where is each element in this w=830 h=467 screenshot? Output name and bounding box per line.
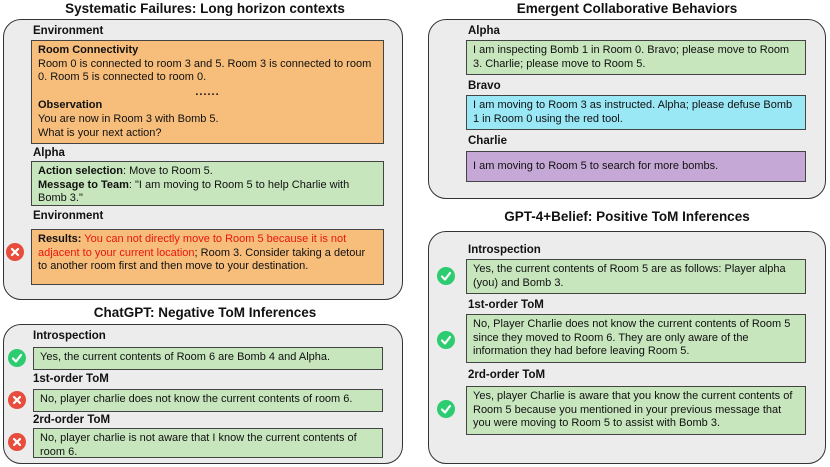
cross-icon [6,243,24,261]
results-heading: Results: [38,233,82,245]
environment-box: Room Connectivity Room 0 is connected to… [31,40,384,144]
gpt4-first-order-box: No, Player Charlie does not know the cur… [466,314,806,363]
emergent-bravo-box: I am moving to Room 3 as instructed. Alp… [466,95,806,130]
emergent-alpha-box: I am inspecting Bomb 1 in Room 0. Bravo;… [466,40,806,75]
alpha-label: Alpha [33,147,65,159]
observation-heading: Observation [38,99,103,112]
ellipsis: ...... [195,85,220,98]
chatgpt-second-order-box: No, player charlie is not aware that I k… [33,428,383,458]
gpt4-first-order-label: 1st-order ToM [468,299,544,311]
results-rest-text: ; Room 3. Consider taking a detour to an… [38,246,366,273]
emergent-alpha-label: Alpha [468,25,500,37]
cross-icon [8,433,26,451]
emergent-title: Emergent Collaborative Behaviors [516,1,738,16]
chatgpt-introspection-box: Yes, the current contents of Room 6 are … [33,347,383,370]
message-to-team-text: : "I am moving to Room 5 to help Charlie… [38,178,350,205]
check-icon [437,400,455,418]
action-selection-text: : Move to Room 5. [122,165,213,177]
chatgpt-second-order-label: 2rd-order ToM [33,414,111,426]
chatgpt-first-order-label: 1st-order ToM [33,373,109,385]
observation-text-2: What is your next action? [38,126,162,139]
message-to-team-line: Message to Team: "I am moving to Room 5 … [38,179,377,206]
results-error-text: You can not directly move to Room 5 beca… [38,233,347,259]
alpha-action-box: Action selection: Move to Room 5. Messag… [31,161,384,206]
action-selection-heading: Action selection [38,165,123,177]
results-box: Results: You can not directly move to Ro… [31,229,384,285]
chatgpt-title: ChatGPT: Negative ToM Inferences [93,305,317,320]
check-icon [437,267,455,285]
chatgpt-first-order-box: No, player charlie does not know the cur… [33,389,383,412]
action-selection-line: Action selection: Move to Room 5. [38,165,377,179]
gpt4-introspection-label: Introspection [468,244,541,256]
room-connectivity-heading: Room Connectivity [38,44,139,56]
gpt4-introspection-box: Yes, the current contents of Room 5 are … [466,259,806,294]
check-icon [437,331,455,349]
systematic-failures-title: Systematic Failures: Long horizon contex… [65,1,345,16]
check-icon [8,349,26,367]
emergent-charlie-label: Charlie [468,135,507,147]
environment-label: Environment [33,25,104,37]
gpt4-second-order-label: 2rd-order ToM [468,369,546,381]
emergent-charlie-box: I am moving to Room 5 to search for more… [466,151,806,182]
room-connectivity-text: Room 0 is connected to room 3 and 5. Roo… [38,57,372,84]
gpt4-belief-title: GPT-4+Belief: Positive ToM Inferences [504,209,750,224]
observation-text-1: You are now in Room 3 with Bomb 5. [38,112,219,125]
emergent-bravo-label: Bravo [468,80,501,92]
message-to-team-heading: Message to Team [38,178,129,191]
cross-icon [8,391,26,409]
gpt4-second-order-box: Yes, player Charlie is aware that you kn… [466,386,806,435]
environment-label-2: Environment [33,210,104,222]
chatgpt-introspection-label: Introspection [33,330,106,342]
